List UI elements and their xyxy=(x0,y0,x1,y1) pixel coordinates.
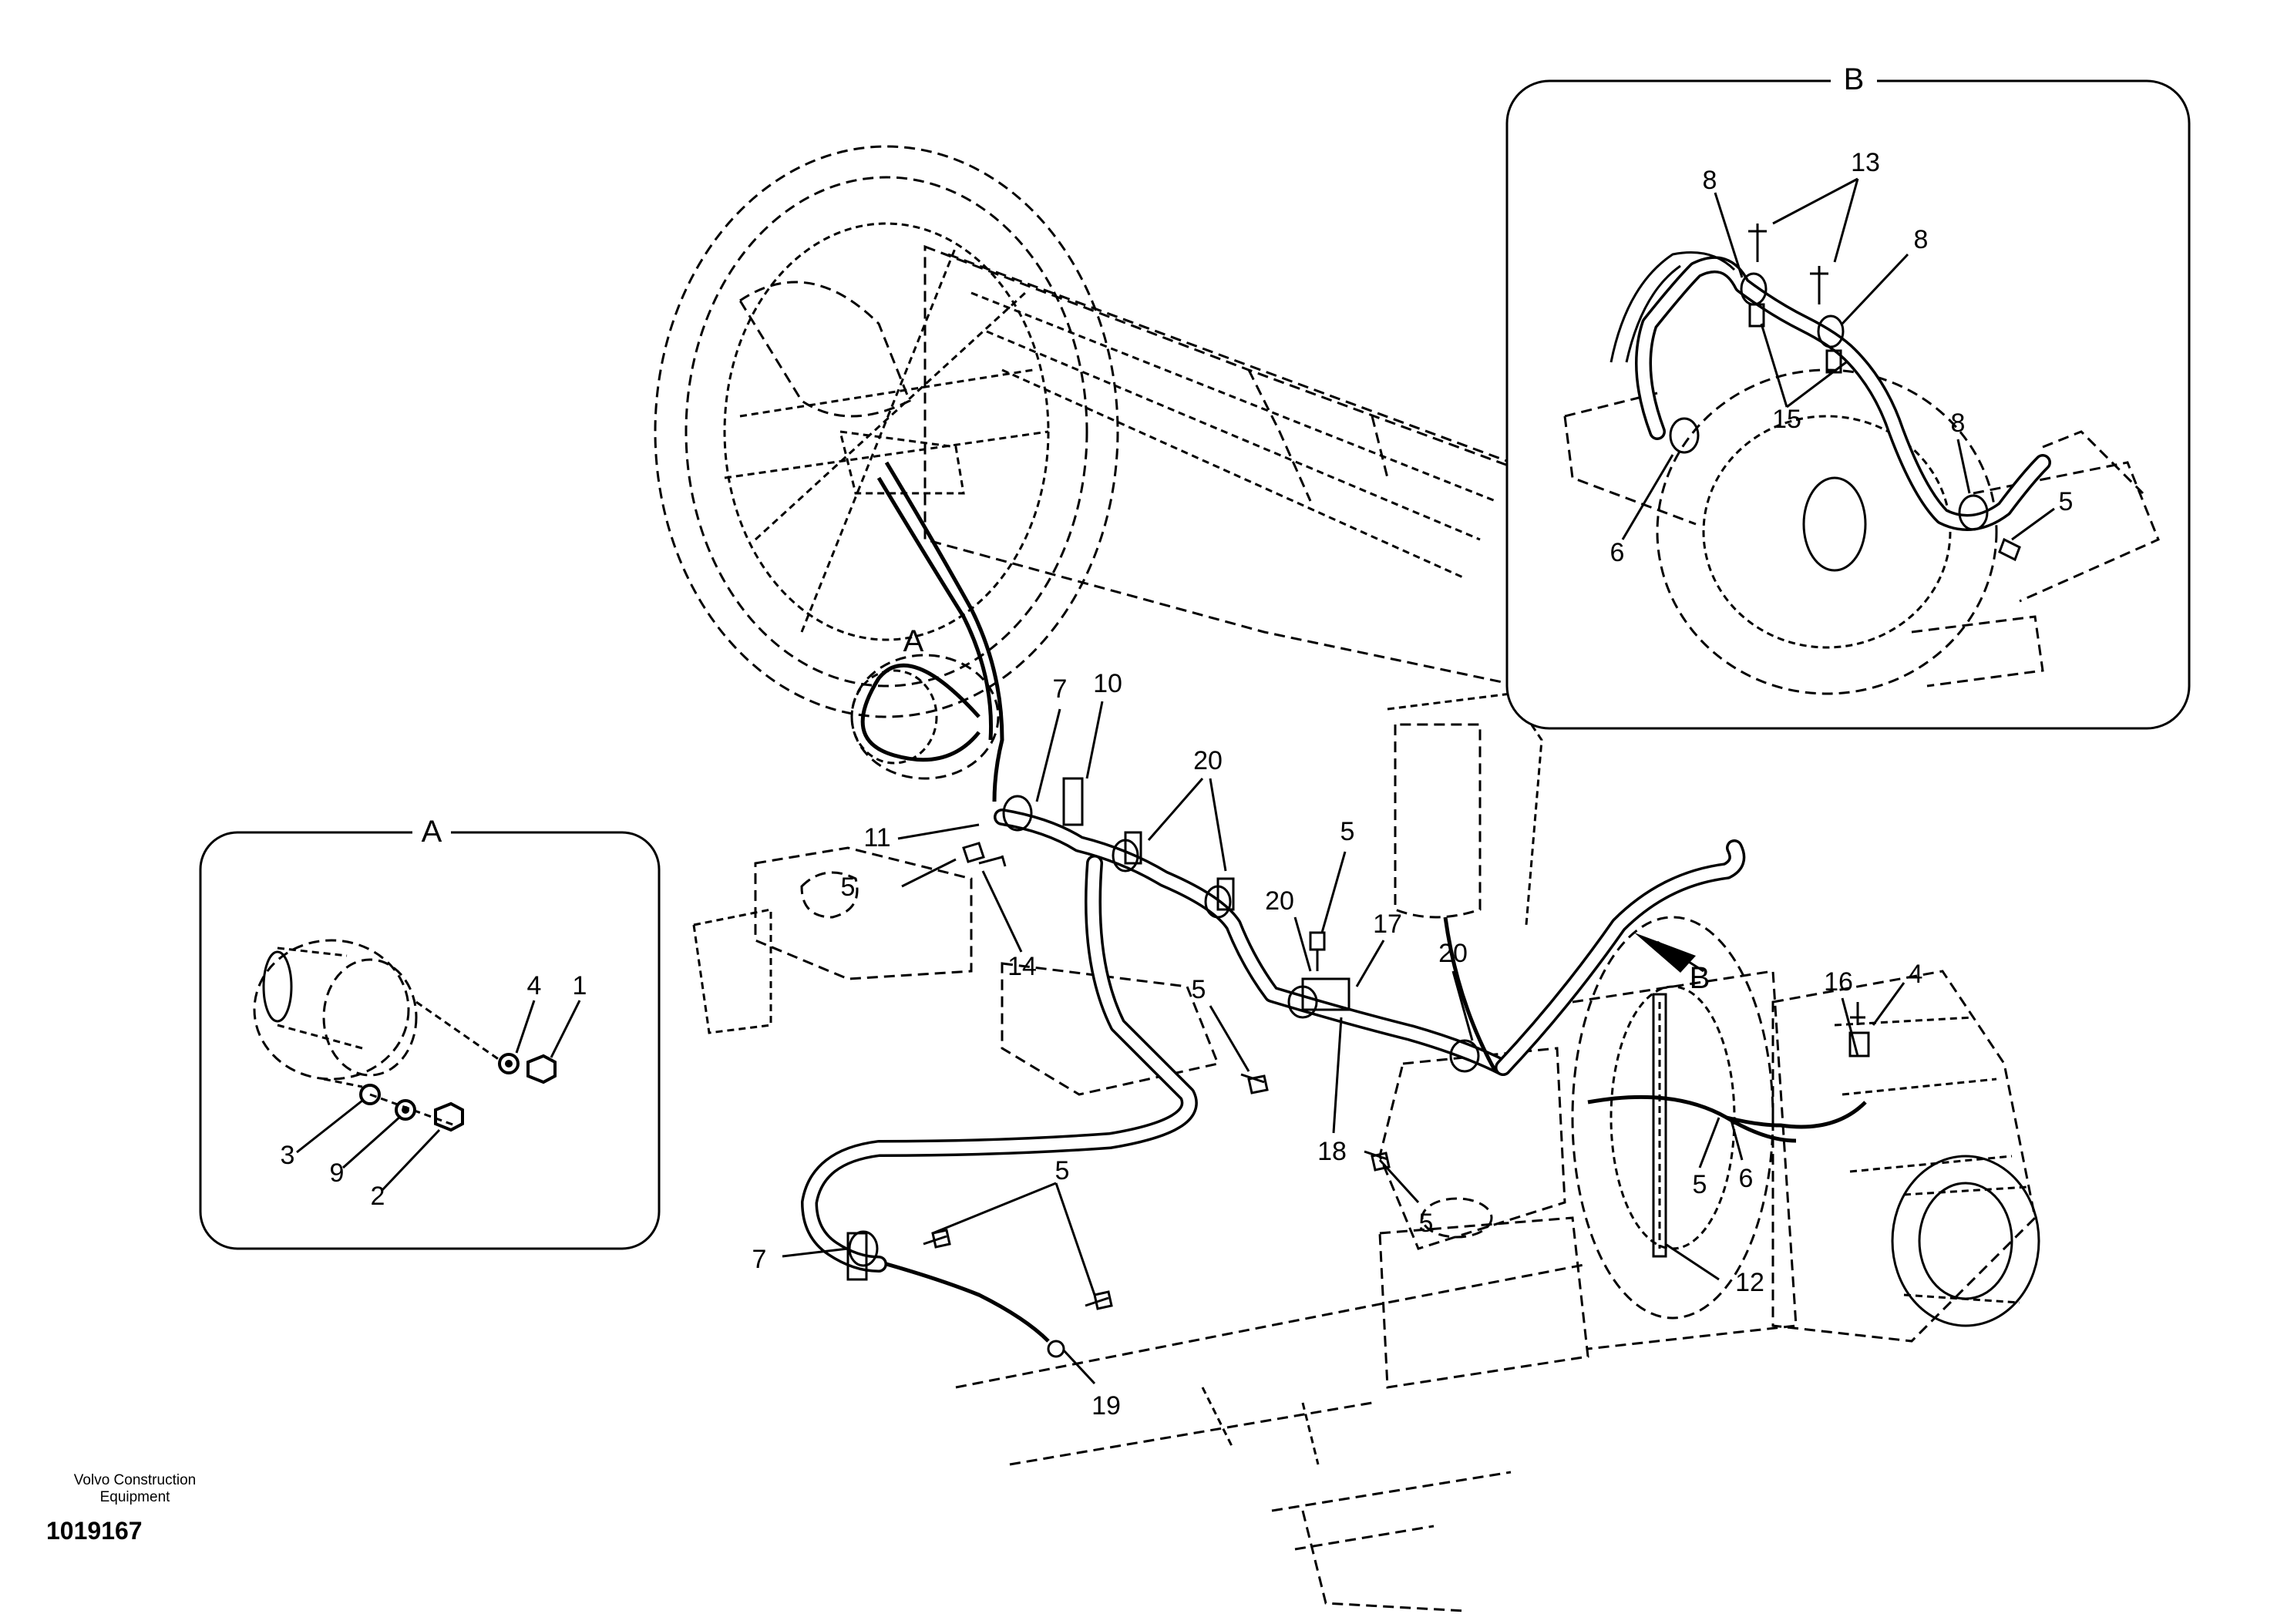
detail-b-callout-8-lower: 8 xyxy=(1951,409,1966,438)
hose-clamps xyxy=(846,777,1870,1358)
callout-7-lower: 7 xyxy=(752,1245,767,1274)
detail-a-callout-4: 4 xyxy=(527,971,542,1000)
detail-a-callout-2: 2 xyxy=(371,1182,385,1211)
callout-5-bottom: 5 xyxy=(1055,1156,1070,1185)
battery-cable xyxy=(994,809,1512,1076)
detail-b-callout-6: 6 xyxy=(1610,538,1625,567)
view-b-arrow xyxy=(1634,933,1696,973)
callout-12: 12 xyxy=(1735,1268,1764,1297)
callout-19: 19 xyxy=(1092,1391,1121,1421)
view-a-marker: A xyxy=(903,624,924,658)
detail-a-panel: A 4 1 3 9 2 xyxy=(199,815,661,1250)
detail-b-callout-15: 15 xyxy=(1772,405,1801,434)
callout-17: 17 xyxy=(1373,910,1402,939)
callout-5-mid: 5 xyxy=(1340,817,1355,846)
callout-7-upper: 7 xyxy=(1053,674,1068,704)
detail-b-callout-5: 5 xyxy=(2059,487,2074,516)
main-callouts: A B 7 10 20 11 5 14 5 20 xyxy=(752,624,1923,1421)
company-name: Volvo Construction xyxy=(73,1472,197,1488)
ground-strap xyxy=(1652,993,1667,1258)
callout-11: 11 xyxy=(863,823,890,852)
detail-a-callout-1: 1 xyxy=(573,971,587,1000)
view-b-marker: B xyxy=(1690,961,1710,995)
detail-b-panel: B 13 8 8 15 8 6 5 xyxy=(1505,62,2191,730)
callout-20-mid: 20 xyxy=(1265,886,1294,916)
detail-a-title: A xyxy=(422,815,442,849)
callout-6: 6 xyxy=(1739,1164,1754,1193)
callout-16: 16 xyxy=(1824,967,1853,997)
detail-b-callout-13: 13 xyxy=(1851,148,1880,177)
ground-cable xyxy=(801,855,1198,1273)
detail-a-callout-9: 9 xyxy=(330,1158,345,1188)
callout-20-top: 20 xyxy=(1193,746,1223,775)
callout-14: 14 xyxy=(1007,952,1037,981)
callout-5-center: 5 xyxy=(1192,975,1206,1004)
footer: Volvo Construction Equipment xyxy=(46,1472,224,1506)
detail-b-callout-8-right: 8 xyxy=(1914,225,1929,254)
callout-5-right: 5 xyxy=(1693,1170,1707,1199)
detail-b-callout-8-left: 8 xyxy=(1703,166,1717,195)
detail-b-title: B xyxy=(1844,62,1865,96)
cable-routing xyxy=(801,461,1867,1343)
harness-wire xyxy=(884,461,1004,802)
callout-4: 4 xyxy=(1909,960,1923,989)
company-name-line2: Equipment xyxy=(99,1489,170,1505)
drawing-number: 1019167 xyxy=(46,1517,143,1545)
callout-5-left: 5 xyxy=(841,873,856,902)
callout-18: 18 xyxy=(1317,1137,1347,1166)
callout-10: 10 xyxy=(1093,669,1122,698)
callout-5-lower: 5 xyxy=(1419,1209,1434,1238)
callout-20-right: 20 xyxy=(1438,939,1468,968)
detail-a-callout-3: 3 xyxy=(281,1141,295,1170)
